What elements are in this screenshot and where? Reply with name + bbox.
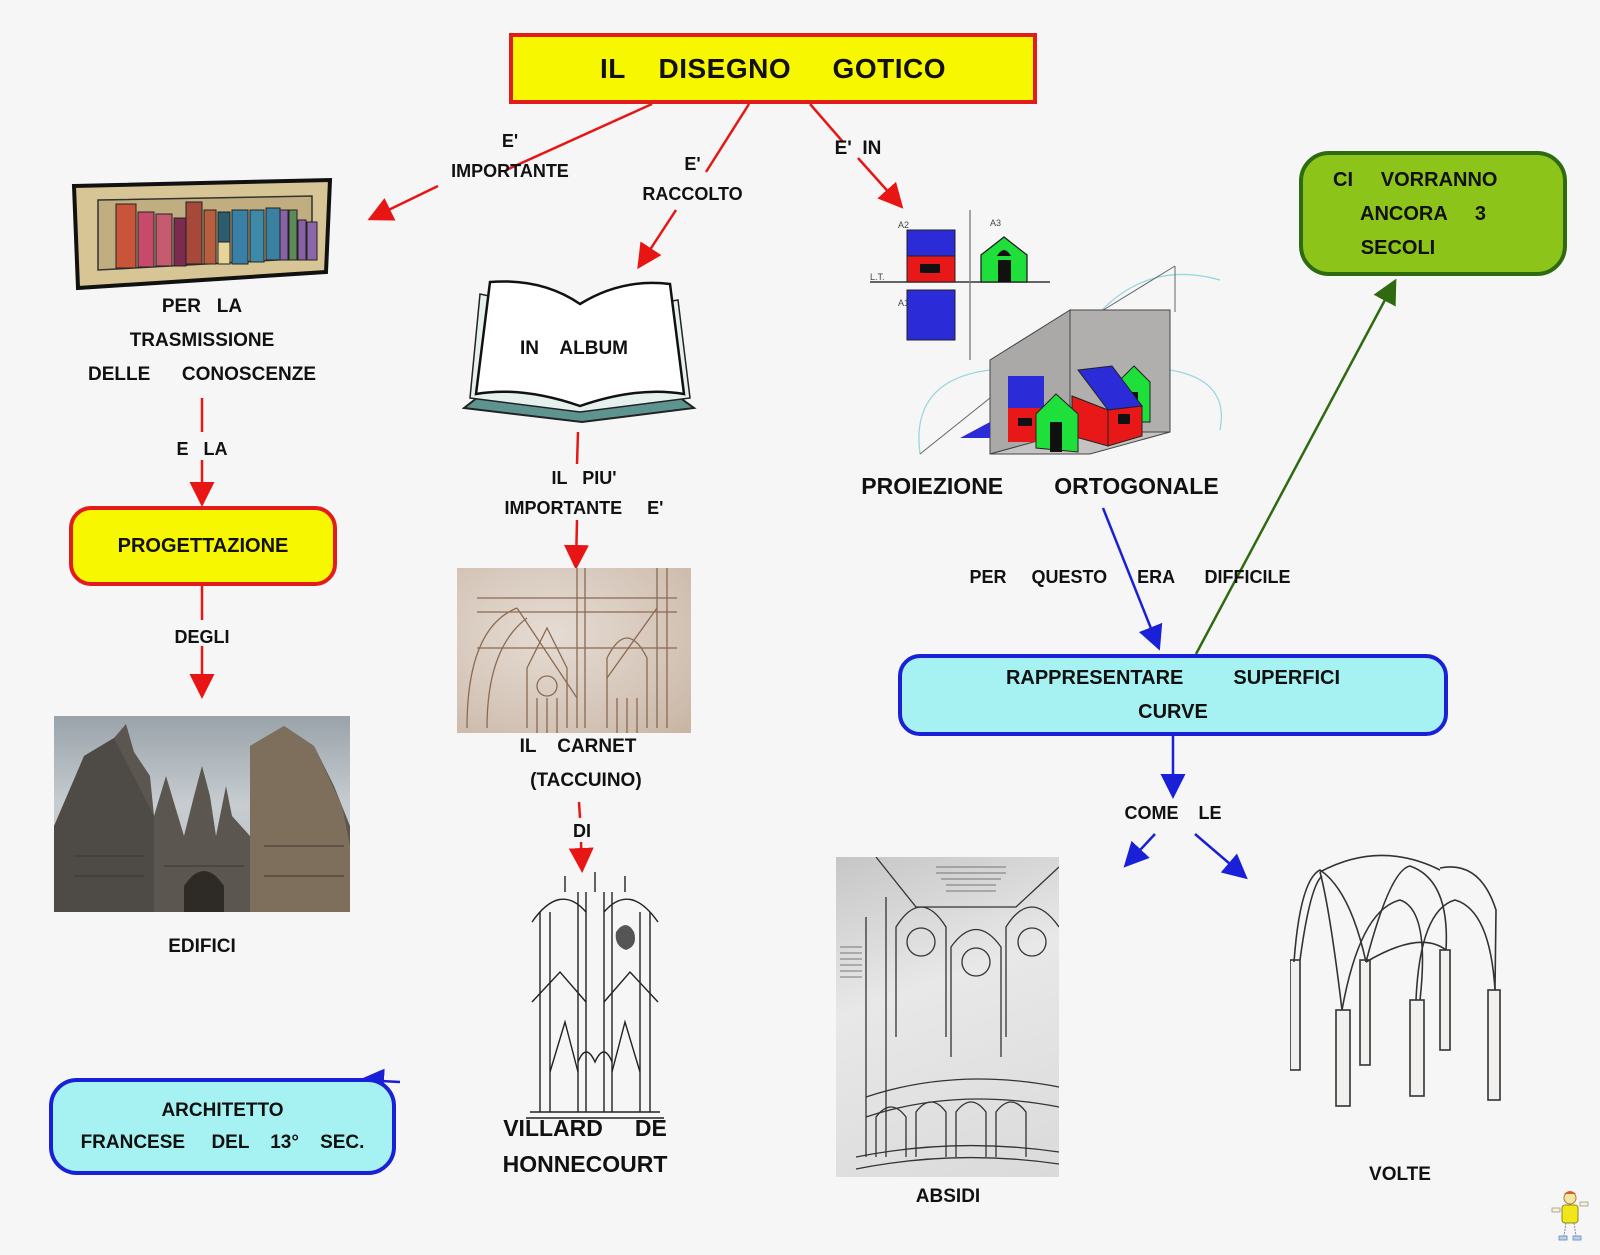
label-a2: A2 xyxy=(898,220,909,230)
trasmissione-node[interactable]: PER LA TRASMISSIONE DELLE CONOSCENZE xyxy=(87,296,317,385)
projection-3d-view xyxy=(918,265,1222,455)
connector-di-arrow xyxy=(568,841,594,873)
title-node[interactable]: IL DISEGNO GOTICO xyxy=(509,33,1037,104)
connector-album-carnet xyxy=(575,431,580,465)
album-node[interactable]: IN ALBUM xyxy=(519,338,628,359)
link-label-degli: DEGLI xyxy=(174,627,230,647)
villard-node[interactable]: VILLARD DE HONNECOURT xyxy=(502,1115,668,1177)
connector-piu-importante-arrow xyxy=(563,519,589,570)
label-lt: L.T. xyxy=(870,272,885,282)
link-label-e-importante: E' IMPORTANTE xyxy=(451,131,569,181)
connector-e-in-arrow xyxy=(857,157,904,209)
connector-proiezione-curve xyxy=(1101,507,1163,651)
vault-drawing-image xyxy=(1290,854,1501,1107)
curve-node[interactable]: RAPPRESENTARE SUPERFICI CURVE xyxy=(898,654,1448,736)
apse-drawing-lines xyxy=(840,857,1059,1170)
link-label-e-la: E LA xyxy=(176,439,228,459)
link-label-e-in: E' IN xyxy=(834,138,882,159)
progettazione-node[interactable]: PROGETTAZIONE xyxy=(69,506,337,586)
link-label-per-questo-era-difficile: PER QUESTO ERA DIFFICILE xyxy=(969,567,1291,587)
cathedral-photo xyxy=(54,716,350,912)
projection-2d-views: L.T. A2 A3 A1 xyxy=(870,210,1050,360)
mascot-icon xyxy=(1551,1191,1589,1241)
progettazione-text: PROGETTAZIONE xyxy=(117,534,289,557)
carnet-sketch-lines xyxy=(466,568,677,733)
books-group xyxy=(115,201,318,269)
title-text: IL DISEGNO GOTICO xyxy=(600,52,946,84)
secoli-text: CI VORRANNO ANCORA 3 SECOLI xyxy=(1333,168,1498,259)
carnet-sketch-image xyxy=(457,568,691,733)
connector-title-bookshelf xyxy=(505,102,653,172)
volte-node[interactable]: VOLTE xyxy=(1369,1164,1431,1185)
connector-come-le-absidi xyxy=(1123,833,1156,868)
absidi-node[interactable]: ABSIDI xyxy=(915,1186,981,1207)
connector-curve-secoli xyxy=(1194,278,1397,655)
label-a3: A3 xyxy=(990,218,1001,228)
link-label-come-le: COME LE xyxy=(1124,803,1222,823)
connector-come-le-volte xyxy=(1194,833,1248,880)
secoli-node[interactable]: CI VORRANNO ANCORA 3 SECOLI xyxy=(1299,151,1567,276)
villard-drawing-image xyxy=(526,872,664,1119)
link-label-di: DI xyxy=(573,821,591,841)
proiezione-node[interactable]: PROIEZIONE ORTOGONALE xyxy=(861,473,1219,499)
architetto-node[interactable]: ARCHITETTO FRANCESE DEL 13° SEC. xyxy=(49,1078,396,1175)
link-label-e-raccolto: E' RACCOLTO xyxy=(642,154,743,204)
edifici-node[interactable]: EDIFICI xyxy=(168,936,236,957)
bookshelf-image xyxy=(71,177,333,291)
connector-raccolto-arrow xyxy=(637,209,678,270)
link-label-il-piu-importante: IL PIU' IMPORTANTE E' xyxy=(504,468,664,518)
apse-drawing-image xyxy=(836,857,1059,1177)
connector-carnet-di xyxy=(577,801,582,819)
curve-text: RAPPRESENTARE SUPERFICI CURVE xyxy=(1005,667,1341,723)
connector-importante-arrow xyxy=(367,184,439,221)
label-a1: A1 xyxy=(898,298,909,308)
open-book-image xyxy=(462,280,697,424)
connector-title-projection xyxy=(809,103,844,143)
cathedral-silhouette xyxy=(54,724,350,912)
carnet-node[interactable]: IL CARNET (TACCUINO) xyxy=(519,736,642,791)
projection-diagram-image: L.T. A2 A3 A1 xyxy=(870,210,1222,455)
architetto-text: ARCHITETTO FRANCESE DEL 13° SEC. xyxy=(80,1099,365,1153)
connector-title-album xyxy=(704,103,751,173)
